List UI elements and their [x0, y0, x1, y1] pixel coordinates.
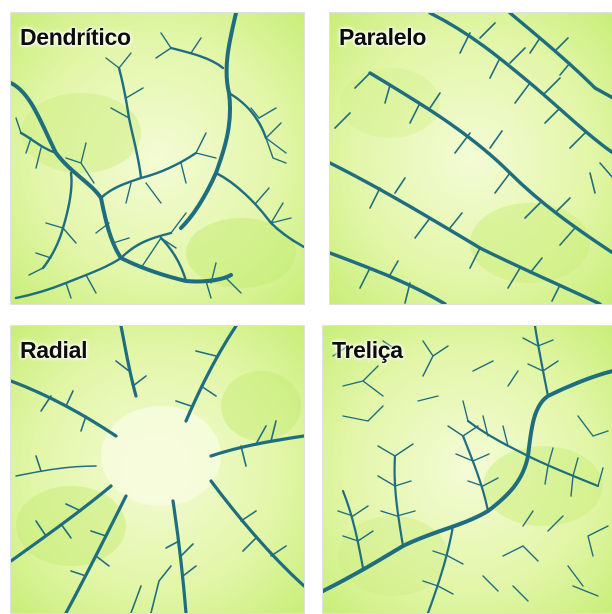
trellis-panel: Treliça — [322, 325, 612, 614]
parallel-panel: Paralelo — [329, 12, 612, 305]
parallel-label: Paralelo — [339, 24, 426, 51]
trellis-drainage-drawing — [323, 326, 612, 613]
radial-drainage-drawing — [11, 326, 304, 613]
dendritic-label: Dendrítico — [20, 24, 131, 51]
dendritic-drainage-drawing — [11, 13, 304, 304]
dendritic-panel: Dendrítico — [10, 12, 305, 305]
parallel-drainage-drawing — [330, 13, 612, 304]
trellis-label: Treliça — [332, 337, 403, 364]
radial-panel: Radial — [10, 325, 305, 614]
radial-label: Radial — [20, 337, 87, 364]
